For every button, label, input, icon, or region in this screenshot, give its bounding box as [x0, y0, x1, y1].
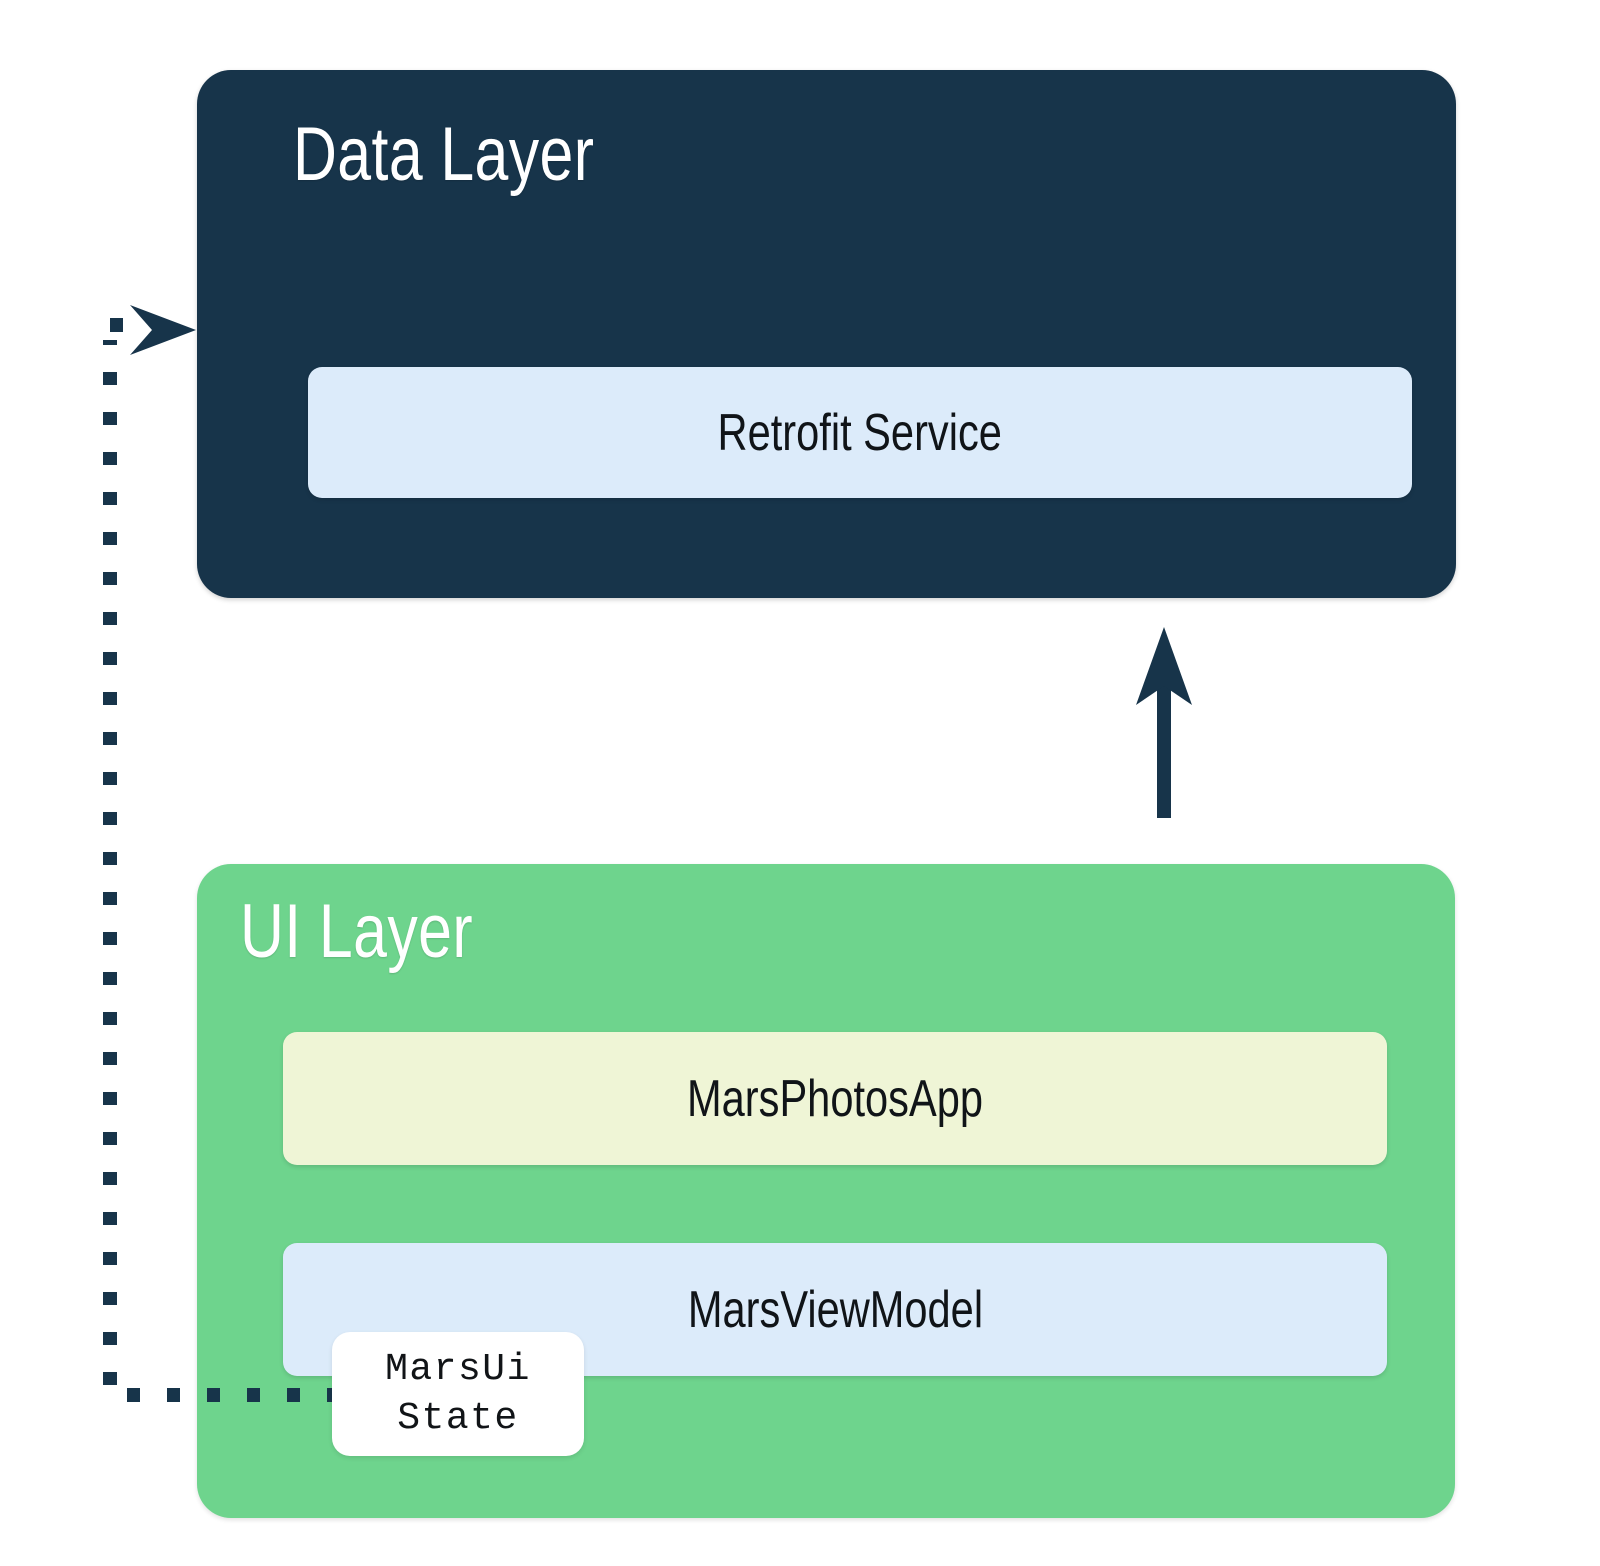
dotted-arrowhead-icon — [130, 305, 196, 355]
data-layer-container — [197, 70, 1456, 598]
ui-layer-title: UI Layer — [240, 889, 473, 974]
data-layer-title: Data Layer — [293, 112, 595, 197]
retrofit-service-label: Retrofit Service — [717, 403, 1003, 462]
dotted-path — [103, 340, 340, 1402]
mars-view-model-label: MarsViewModel — [687, 1280, 983, 1339]
mars-ui-state-label: MarsUi State — [385, 1347, 531, 1440]
mars-photos-app-box[interactable]: MarsPhotosApp — [283, 1032, 1387, 1165]
mars-ui-state-callout[interactable]: MarsUi State — [332, 1332, 584, 1456]
retrofit-service-box[interactable]: Retrofit Service — [308, 367, 1412, 498]
mars-view-model-box[interactable]: MarsViewModel — [283, 1243, 1387, 1376]
mars-photos-app-label: MarsPhotosApp — [687, 1069, 983, 1128]
